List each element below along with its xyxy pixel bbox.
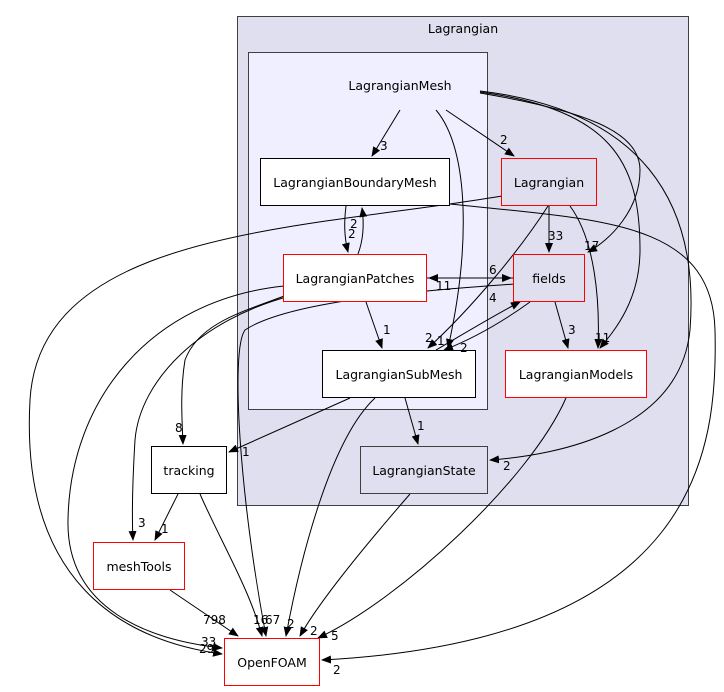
- edge-label-mesh-boundary: 3: [380, 139, 388, 153]
- edge-label-fields-openfoam: 67: [265, 613, 281, 627]
- edge-meshtools-openfoam: [169, 589, 239, 637]
- edge-fields-models: [554, 301, 570, 349]
- edge-label-patches-tracking: 8: [175, 421, 183, 435]
- node-lagrangian[interactable]: Lagrangian: [501, 158, 597, 206]
- node-lagrangian-models[interactable]: LagrangianModels: [505, 350, 647, 398]
- node-fields[interactable]: fields: [513, 254, 585, 302]
- edge-label-fields-patches: 11: [436, 279, 452, 293]
- edge-label-mesh-submesh: 1: [437, 334, 445, 348]
- edge-boundary-patches: [341, 205, 350, 253]
- node-lagrangian-submesh[interactable]: LagrangianSubMesh: [322, 350, 476, 398]
- edge-lagrangian-models: [569, 205, 603, 349]
- edge-label-fields-models: 3: [568, 323, 576, 337]
- edge-patches-meshtools: [128, 295, 291, 541]
- edge-mesh-lagrangian-models-long: [479, 91, 641, 349]
- edge-mesh-submesh: [435, 109, 464, 349]
- node-mesh-tools[interactable]: meshTools: [93, 542, 185, 590]
- node-lagrangian-boundary-mesh[interactable]: LagrangianBoundaryMesh: [260, 158, 450, 206]
- edge-patches-tracking: [178, 289, 301, 445]
- edge-patches-openfoam: [67, 285, 285, 651]
- edge-submesh-fields: [435, 301, 521, 351]
- edge-submesh-tracking: [228, 397, 351, 453]
- edge-patches-boundary: [357, 207, 368, 255]
- edge-label-tracking-openfoam: 16: [253, 613, 269, 627]
- edge-label-boundary-openfoam: 2: [333, 663, 341, 677]
- edge-label-patches-submesh: 1: [383, 323, 391, 337]
- node-tracking[interactable]: tracking: [151, 446, 227, 494]
- node-lagrangian-state[interactable]: LagrangianState: [360, 446, 488, 494]
- edge-label-lagrangian-openfoam: 29: [199, 642, 215, 656]
- edge-label-patches-boundary: 2: [348, 227, 356, 241]
- edge-label-models-openfoam: 5: [331, 629, 339, 643]
- edge-lagrangian-openfoam: [28, 195, 503, 657]
- edge-label-boundary-patches: 2: [350, 217, 358, 231]
- edge-label-tracking-meshtools: 1: [161, 522, 169, 536]
- edge-boundary-openfoam: [321, 203, 716, 664]
- node-lagrangian-mesh[interactable]: LagrangianMesh: [348, 77, 452, 93]
- edge-tracking-meshtools: [154, 493, 179, 541]
- edge-label-lagrangian-submesh: 2: [425, 331, 433, 345]
- edge-submesh-openfoam: [283, 397, 376, 637]
- edge-mesh-fields: [479, 92, 641, 253]
- edge-mesh-boundary: [371, 109, 401, 157]
- cluster-lagrangian-title: Lagrangian: [427, 21, 499, 36]
- edge-label-patches-meshtools: 3: [138, 516, 146, 530]
- edge-label-mesh-fields: 17: [584, 239, 600, 253]
- edge-label-patches-openfoam: 33: [201, 635, 217, 649]
- edge-lagrangian-submesh: [427, 205, 549, 349]
- edge-label-meshtools-openfoam: 798: [203, 613, 226, 627]
- edge-submesh-state: [404, 397, 420, 445]
- edge-label-state-openfoam: 2: [310, 624, 318, 638]
- edge-label-submesh-state: 1: [417, 419, 425, 433]
- edge-models-openfoam: [317, 397, 567, 639]
- node-openfoam[interactable]: OpenFOAM: [224, 638, 320, 686]
- edge-label-mesh-lagrangian: 2: [500, 133, 508, 147]
- edge-label-submesh-fields: 4: [489, 291, 497, 305]
- edge-label-mesh-state: 2: [503, 459, 511, 473]
- edge-state-openfoam: [299, 493, 411, 637]
- edge-label-lagrangian-models: 11: [595, 331, 611, 345]
- edge-patches-submesh: [365, 301, 383, 349]
- edge-fields-submesh: [443, 301, 531, 351]
- edge-mesh-lagrangian: [445, 109, 515, 157]
- edge-label-patches-fields: 6: [489, 263, 497, 277]
- edge-label-submesh-tracking: 1: [242, 445, 250, 459]
- edge-label-lagrangian-fields: 33: [548, 229, 564, 243]
- edge-tracking-openfoam: [199, 493, 264, 637]
- edge-mesh-state: [479, 90, 692, 464]
- node-lagrangian-patches[interactable]: LagrangianPatches: [283, 254, 427, 302]
- edge-label-fields-submesh: 2: [460, 341, 468, 355]
- edge-label-submesh-openfoam: 2: [287, 617, 295, 631]
